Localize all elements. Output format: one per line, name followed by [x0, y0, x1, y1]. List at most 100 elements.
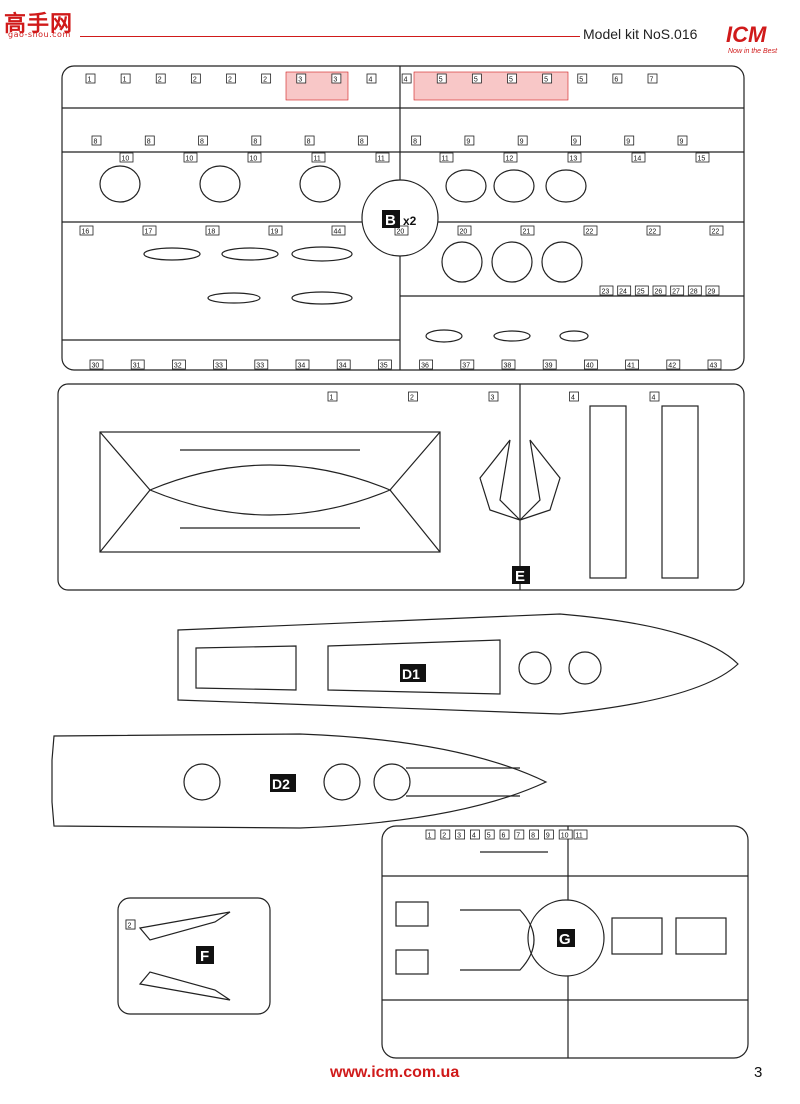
part-number-box: [584, 359, 598, 370]
part-number-box: [520, 225, 535, 236]
part-number-box: [499, 829, 510, 840]
part-number-box: [198, 135, 208, 146]
part-number-box: [251, 135, 262, 146]
part-number-box: [624, 135, 635, 146]
part-number-box: [544, 829, 554, 840]
part-number-label: 8: [413, 139, 417, 146]
part-number-label: 7: [650, 77, 654, 84]
site-logo-sub: gao-shou.com: [8, 30, 71, 39]
part-number-label: 16: [82, 229, 90, 236]
part-number-label: 27: [672, 289, 680, 296]
part-number-label: 10: [250, 156, 258, 163]
part-number-label: 30: [92, 363, 100, 370]
part-number-box: [89, 359, 104, 370]
part-number-label: 2: [158, 77, 162, 84]
part-number-box: [394, 225, 409, 236]
part-number-label: 23: [602, 289, 610, 296]
part-number-box: [419, 359, 434, 370]
deck-d2: [51, 733, 548, 829]
sprue-b-letter: B: [385, 212, 396, 229]
part-number-box: [425, 829, 436, 840]
part-number-label: 10: [122, 156, 130, 163]
part-number-box: [625, 359, 639, 370]
part-number-box: [542, 359, 557, 370]
part-number-box: [439, 152, 454, 163]
part-number-label: 44: [334, 229, 342, 236]
part-number-box: [254, 359, 269, 370]
part-number-box: [336, 359, 351, 370]
part-number-label: 9: [573, 139, 577, 146]
part-number-box: [408, 391, 418, 402]
part-number-box: [327, 391, 338, 402]
part-number-label: 3: [491, 395, 495, 402]
part-number-label: 5: [509, 77, 513, 84]
part-number-label: 41: [627, 363, 635, 370]
part-number-label: 42: [668, 363, 676, 370]
part-number-box: [311, 152, 326, 163]
deck-d1: [177, 613, 739, 715]
part-number-label: 9: [466, 139, 470, 146]
part-number-label: 24: [619, 289, 627, 296]
part-number-box: [677, 135, 688, 146]
part-number-label: 2: [410, 395, 414, 402]
part-number-box: [705, 285, 720, 296]
part-number-label: 3: [333, 77, 337, 84]
part-number-label: 11: [314, 156, 321, 163]
part-number-box: [331, 225, 346, 236]
part-number-label: 28: [690, 289, 698, 296]
part-number-label: 9: [520, 139, 524, 146]
part-number-label: 38: [504, 363, 512, 370]
part-number-label: 34: [339, 363, 347, 370]
part-number-box: [261, 73, 272, 84]
part-number-label: 8: [200, 139, 204, 146]
part-number-label: 1: [123, 77, 127, 84]
sprue-b-frame: [61, 65, 745, 371]
part-number-label: 8: [360, 139, 364, 146]
part-number-box: [436, 73, 447, 84]
icm-logo: ICM: [726, 22, 767, 47]
part-number-box: [577, 73, 588, 84]
part-number-label: 13: [570, 156, 578, 163]
part-number-label: 1: [88, 77, 92, 84]
part-number-label: 8: [253, 139, 257, 146]
part-number-label: 20: [460, 229, 468, 236]
part-number-label: 39: [545, 363, 553, 370]
part-number-box: [469, 829, 480, 840]
part-number-box: [464, 135, 475, 146]
part-number-label: 31: [133, 363, 141, 370]
part-number-label: 4: [404, 77, 408, 84]
part-number-box: [205, 225, 220, 236]
part-number-box: [471, 73, 482, 84]
part-number-label: 12: [506, 156, 514, 163]
part-number-label: 22: [712, 229, 720, 236]
part-number-box: [457, 225, 472, 236]
part-number-box: [617, 285, 632, 296]
sprue-e-frame: [57, 383, 745, 591]
part-number-box: [375, 152, 390, 163]
part-number-box: [171, 359, 186, 370]
part-number-label: 2: [263, 77, 267, 84]
sprue-g-frame: [381, 825, 749, 1059]
footer-url[interactable]: www.icm.com.ua: [330, 1064, 460, 1081]
part-number-label: 8: [531, 833, 535, 840]
part-number-box: [460, 359, 475, 370]
part-number-box: [295, 359, 310, 370]
deck-d1-letter: D1: [402, 666, 420, 682]
part-number-label: 29: [708, 289, 716, 296]
part-number-label: 2: [228, 77, 232, 84]
part-number-box: [484, 829, 495, 840]
part-number-label: 9: [546, 833, 550, 840]
part-number-label: 4: [369, 77, 373, 84]
part-number-box: [183, 152, 198, 163]
part-number-label: 25: [637, 289, 645, 296]
part-number-box: [647, 73, 658, 84]
part-number-label: 9: [680, 139, 684, 146]
part-number-label: 2: [193, 77, 197, 84]
part-number-label: 21: [523, 229, 531, 236]
part-number-box: [366, 73, 377, 84]
part-number-box: [649, 391, 660, 402]
part-number-box: [155, 73, 166, 84]
part-number-box: [440, 829, 451, 840]
part-number-label: 6: [502, 833, 506, 840]
